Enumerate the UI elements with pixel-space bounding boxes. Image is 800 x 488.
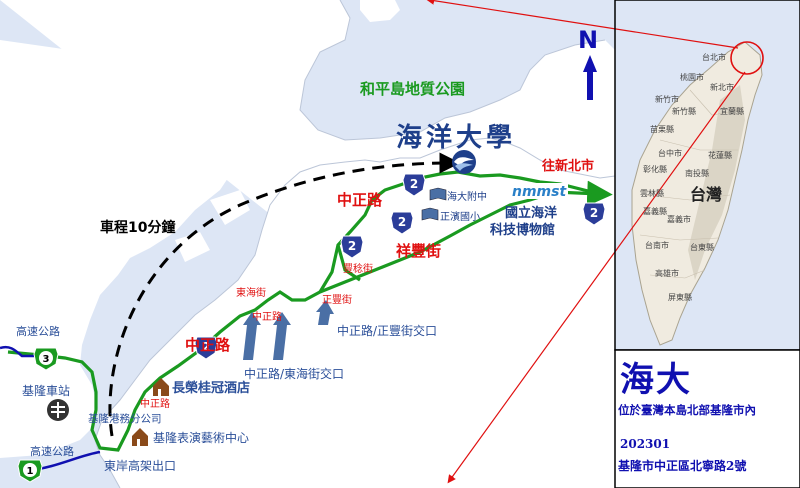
label-freeway-bottom: 高速公路 [30,444,74,458]
city-label: 高雄市 [655,268,679,278]
info-address: 基隆市中正區北寧路2號 [618,459,747,473]
city-label: 雲林縣 [640,188,664,198]
label-port-company: 基隆港務分公司 [88,412,162,425]
piers [30,0,400,290]
city-label: 宜蘭縣 [720,106,744,116]
city-label: 苗栗縣 [650,124,674,134]
city-label: 台中市 [658,148,682,158]
label-drive-time: 車程10分鐘 [100,219,175,236]
shield-label: 2 [202,340,210,354]
label-junction2: 中正路/東海街交口 [244,366,344,381]
city-label: 新竹市 [655,94,679,104]
label-zhongzheng-small: 中正路 [252,310,282,323]
city-label: 南投縣 [685,168,709,178]
city-label: 新竹縣 [672,106,696,116]
museum-logo-icon: nmmst [510,183,568,200]
freeway-3-shield: 3 [33,347,59,371]
north-label: N [578,26,598,54]
train-station-icon [47,399,69,421]
label-freeway-top: 高速公路 [16,324,60,338]
city-label: 台東縣 [690,242,714,252]
city-label: 彰化縣 [643,164,667,174]
label-zhongzheng-rd-bottom: 中正路 [185,336,231,354]
label-xiangfeng-st: 祥豐街 [396,242,441,260]
museum-logo-text: nmmst [512,184,567,200]
land-west [0,40,255,458]
shield-label: 2 [590,206,598,220]
freeway-top-line [0,345,38,358]
city-label: 台北市 [702,52,726,62]
route-connector [336,244,361,282]
route-main [7,180,613,452]
label-east-exit: 東岸高架出口 [104,458,176,473]
label-hotel: 長榮桂冠酒店 [172,380,250,396]
shield-label: 2 [410,177,418,191]
city-label: 嘉義市 [667,214,691,224]
map-labels: 和平島地質公園 海洋大學 往新北市 海大附中 正濱國小 國立海洋 科技博物館 中… [16,80,594,473]
label-fengwen-st: 豐稔街 [343,262,373,275]
city-label: 桃園市 [680,72,704,82]
route-shields: 2 2 2 2 2 [194,173,606,360]
freeway-3-label: 3 [43,354,50,365]
label-ntou-high: 海大附中 [447,190,487,203]
label-heping-park: 和平島地質公園 [360,80,465,98]
arts-center-building-icon [132,428,148,446]
info-subtitle: 位於臺灣本島北部基隆市內 [618,403,756,417]
hotel-building-icon [153,378,169,396]
keelung-highlight-circle [730,41,764,75]
label-taiwan: 台灣 [690,185,722,204]
drive-time-dashed [108,152,461,437]
label-museum-line2: 科技博物館 [490,222,555,238]
freeway-1-label: 1 [27,466,34,477]
label-zhongzheng-small2: 中正路 [140,397,170,410]
label-zhengbin-elem: 正濱國小 [440,210,480,223]
county-lines [639,89,741,279]
label-arts-center: 基隆表演藝術中心 [153,430,249,445]
label-to-new-taipei: 往新北市 [542,158,594,174]
city-label: 花蓮縣 [708,150,732,160]
north-arrow-icon [583,55,597,100]
inset-city-labels: 台北市 新北市 桃園市 新竹市 新竹縣 苗栗縣 台中市 南投縣 彰化縣 雲林縣 … [640,52,744,302]
label-zhengfeng-st: 正豐街 [322,293,352,306]
shield-label: 2 [398,215,406,229]
city-label: 新北市 [710,82,734,92]
label-ntou: 海洋大學 [396,122,516,153]
shield-label: 2 [348,239,356,253]
freeway-1-shield: 1 [17,459,43,483]
ntou-logo-icon [452,150,476,174]
label-museum-line1: 國立海洋 [505,205,557,221]
label-keelung-station: 基隆車站 [22,383,70,398]
info-title: 海大 [620,360,692,400]
taiwan-mountains [688,85,745,280]
city-label: 屏東縣 [668,292,692,302]
info-panel [614,349,800,488]
label-zhongzheng-rd-top: 中正路 [337,191,383,209]
pointer-line-bottom [447,71,746,484]
city-label: 嘉義縣 [643,206,667,216]
pointer-line-top [425,0,739,49]
coast-outline [94,0,616,488]
label-junction1: 中正路/正豐街交口 [337,323,437,338]
city-label: 台南市 [645,240,669,250]
junction-arrows [243,300,334,360]
label-donghai-st: 東海街 [236,286,266,299]
info-code: 202301 [620,437,671,451]
school-book-icons [421,187,447,221]
